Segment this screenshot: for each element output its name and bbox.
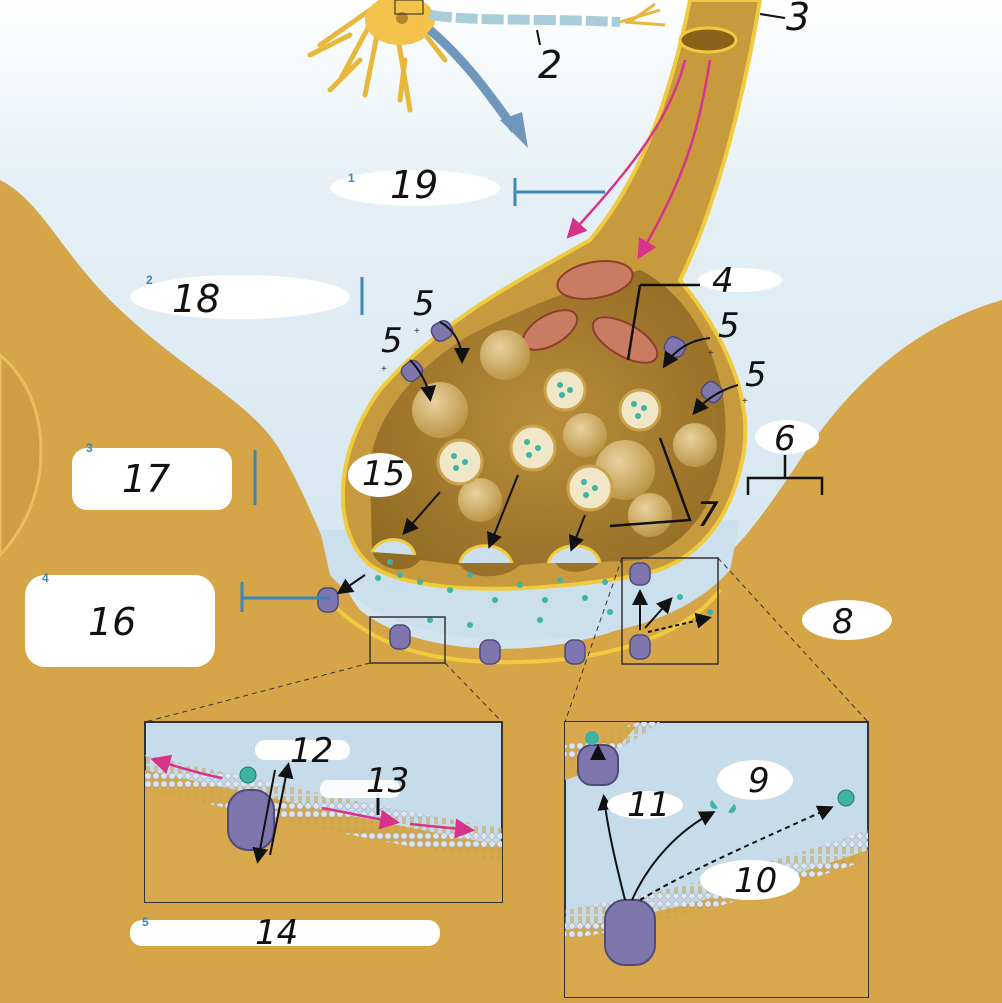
current-arrows (150, 754, 475, 839)
label-15: 15 (362, 454, 405, 494)
ion-plus: + (414, 326, 420, 337)
nt-to-receptor-arrow (336, 574, 366, 595)
zoom-box (394, 0, 424, 15)
nucleus (396, 12, 408, 24)
inset-neurotransmitter-removal (564, 721, 869, 998)
zoom-boxes (369, 557, 719, 665)
postsynaptic-receptor (604, 899, 656, 966)
receptor (317, 587, 339, 613)
label-16: 16 (88, 600, 136, 644)
neurotransmitter (585, 731, 599, 745)
calcium-channels (400, 320, 724, 404)
ion-flow-arrows (252, 762, 294, 864)
receptor-channel (227, 789, 275, 851)
vesicle-fusion-arrows (402, 474, 586, 552)
receptor (629, 634, 651, 660)
receptor (564, 639, 586, 665)
postsynaptic-membrane (318, 588, 722, 665)
label-10: 10 (734, 861, 777, 901)
label-14: 14 (255, 913, 298, 953)
label-12: 12 (290, 731, 333, 771)
step-number-3: 3 (86, 441, 93, 455)
label-6: 6 (774, 419, 796, 459)
label-4: 4 (712, 261, 734, 301)
postsynaptic-receptors (317, 562, 651, 665)
step-number-1: 1 (348, 171, 355, 185)
axon-cut (678, 26, 738, 54)
label-17: 17 (122, 457, 170, 501)
step-brackets (240, 178, 605, 612)
label-7: 7 (697, 495, 719, 535)
ion-plus: + (742, 396, 748, 407)
vesicle (436, 438, 484, 486)
left-dendrite (0, 353, 43, 558)
inset-receptor-binding (144, 721, 503, 903)
label-3: 3 (786, 0, 810, 39)
vesicle (543, 368, 587, 412)
label-19: 19 (390, 163, 438, 207)
receptor-fate-arrows (632, 589, 712, 633)
label-13: 13 (366, 761, 409, 801)
neurotransmitter-molecules (375, 559, 713, 628)
removal-arrows (597, 794, 834, 901)
axon-terminals-small (619, 2, 666, 27)
receptor (629, 562, 651, 586)
inset-connectors (144, 557, 869, 723)
diffusing-neurotransmitter (837, 789, 855, 807)
label-11: 11 (627, 785, 670, 825)
label-5-a: 5 (413, 284, 435, 324)
neurotransmitter-bound (239, 766, 257, 784)
neurotransmitter-vesicles (436, 368, 662, 512)
dendrites (307, 7, 448, 113)
axon-myelin (429, 10, 621, 27)
ion-signs: + + + + (381, 326, 748, 407)
pointer-lines (536, 13, 786, 46)
step-number-2: 2 (146, 273, 153, 287)
label-18: 18 (172, 277, 220, 321)
label-5-b: 5 (381, 321, 403, 361)
degraded-neurotransmitter (710, 800, 736, 813)
vesicle (618, 388, 662, 432)
exocytosis-sites (370, 538, 602, 564)
impulse-arrows (566, 59, 712, 260)
step-number-4: 4 (42, 571, 49, 585)
channel (400, 359, 424, 383)
receptor (479, 639, 501, 665)
label-2: 2 (538, 43, 562, 87)
label-8: 8 (832, 602, 854, 642)
label-brackets (609, 283, 824, 528)
ion-plus: + (381, 364, 387, 375)
label-5-d: 5 (745, 355, 767, 395)
vesicle (566, 464, 614, 512)
step-number-5: 5 (142, 915, 149, 929)
mitochondria (521, 260, 659, 364)
ion-plus: + (708, 348, 714, 359)
answer-blanks (25, 170, 892, 946)
neuron-overview (307, 0, 666, 148)
label-5-c: 5 (718, 306, 740, 346)
vesicle (509, 424, 557, 472)
label-9: 9 (748, 761, 770, 801)
calcium-entry-arrows (409, 321, 739, 416)
mitochondrion (556, 260, 634, 300)
receptor (389, 624, 411, 650)
